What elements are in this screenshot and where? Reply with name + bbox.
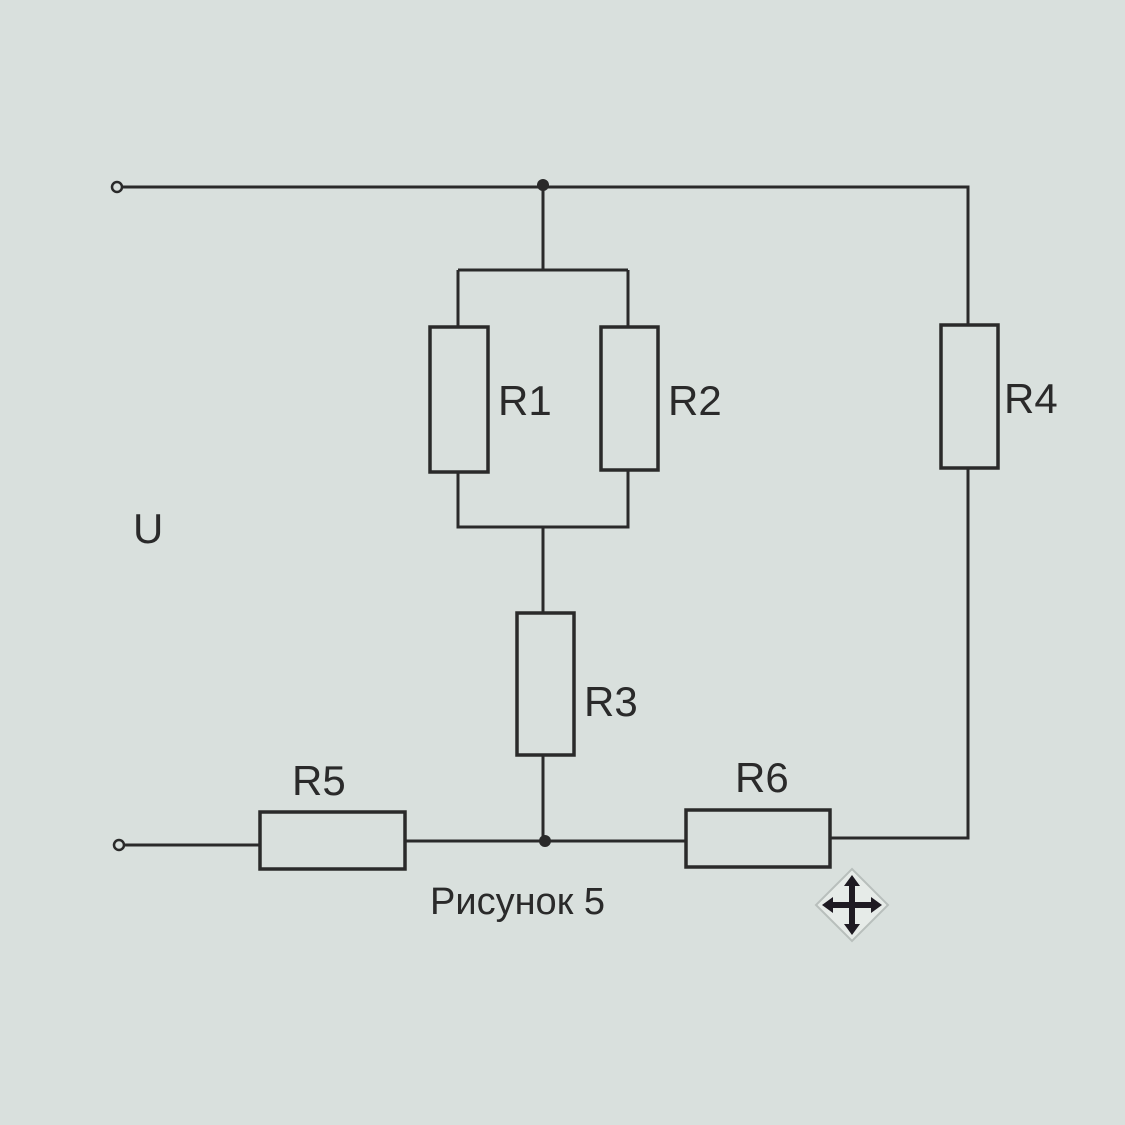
input-terminal-bottom: [112, 838, 126, 852]
label-r6: R6: [735, 754, 789, 801]
input-terminal-top: [110, 180, 124, 194]
junction-bottom: [539, 835, 551, 847]
figure-caption: Рисунок 5: [430, 881, 605, 923]
label-r4: R4: [1004, 375, 1058, 422]
move-cursor-icon: [814, 867, 890, 943]
label-r5: R5: [292, 757, 346, 804]
resistor-r3: [515, 611, 576, 757]
label-r3: R3: [584, 678, 638, 725]
wires: [122, 185, 970, 847]
junction-top: [537, 179, 549, 191]
resistor-r2: [599, 325, 660, 472]
resistor-r4: [939, 323, 1000, 470]
label-r2: R2: [668, 377, 722, 424]
resistor-r1: [428, 325, 490, 474]
label-voltage: U: [133, 505, 163, 552]
label-r1: R1: [498, 377, 552, 424]
resistor-r5: [258, 810, 407, 871]
resistor-r6: [684, 808, 832, 869]
